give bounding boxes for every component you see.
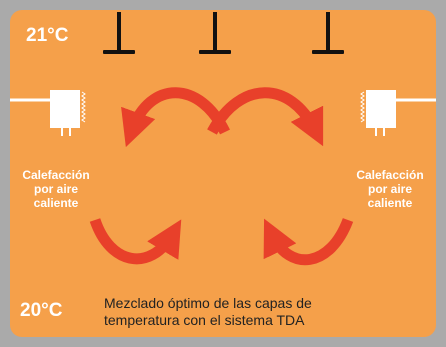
diagram-graphics <box>10 12 436 266</box>
heater-label-line: por aire <box>33 182 78 196</box>
hall-cross-section: 21°C Calefacción por aire caliente Calef… <box>10 10 436 337</box>
air-heater-icon <box>360 90 436 136</box>
ceiling-temperature: 21°C <box>26 25 69 46</box>
heater-label-left: Calefacción por aire caliente <box>13 168 99 210</box>
heater-label-line: caliente <box>33 196 79 210</box>
airflow-arrow-icon <box>121 87 230 148</box>
airflow-arrow-icon <box>263 217 354 266</box>
heater-label-line: Calefacción <box>356 168 424 182</box>
airflow-arrow-icon <box>89 218 182 265</box>
caption-line: temperatura con el sistema TDA <box>104 312 305 328</box>
caption-line: Mezclado óptimo de las capas de <box>104 295 312 311</box>
destratifier-fan-icon <box>103 12 135 54</box>
heater-label-line: por aire <box>367 182 412 196</box>
air-heater-icon <box>10 90 86 136</box>
destratifier-fan-icon <box>312 12 344 54</box>
diagram-caption: Mezclado óptimo de las capas de temperat… <box>104 295 384 329</box>
heater-label-line: Calefacción <box>22 168 90 182</box>
destratifier-fan-icon <box>199 12 231 54</box>
heater-label-right: Calefacción por aire caliente <box>347 168 433 210</box>
heater-label-line: caliente <box>367 196 413 210</box>
airflow-arrow-icon <box>207 87 324 147</box>
floor-temperature: 20°C <box>20 300 63 321</box>
